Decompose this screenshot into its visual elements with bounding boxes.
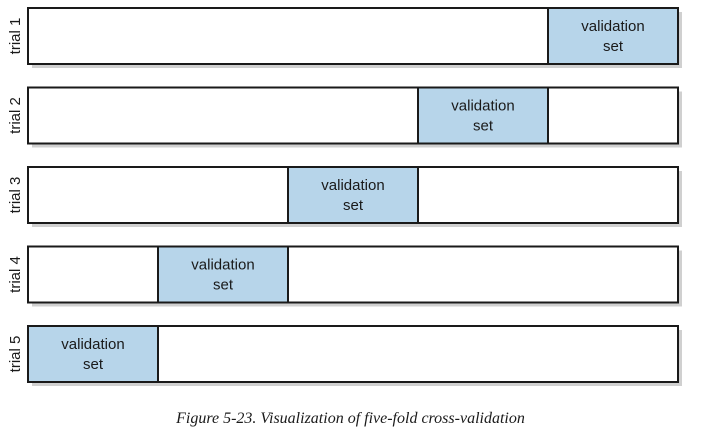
trial-bar xyxy=(27,245,679,304)
validation-fold xyxy=(27,325,159,383)
validation-label-line2: set xyxy=(213,277,234,294)
validation-label-line1: validation xyxy=(191,257,254,274)
trial-row: validation set trial 5 xyxy=(7,325,682,386)
validation-label-line2: set xyxy=(603,38,624,55)
trial-label: trial 2 xyxy=(7,97,24,134)
validation-fold xyxy=(417,86,549,145)
validation-label-line1: validation xyxy=(581,18,644,35)
validation-fold xyxy=(287,166,419,224)
validation-label-line2: set xyxy=(473,118,494,135)
validation-label-line2: set xyxy=(343,197,364,214)
validation-fold xyxy=(547,7,679,65)
trial-bar xyxy=(27,86,679,145)
trial-row: validation set trial 2 xyxy=(7,86,682,148)
validation-label-line1: validation xyxy=(321,177,384,194)
trial-label: trial 5 xyxy=(7,336,24,373)
trial-label: trial 4 xyxy=(7,256,24,293)
validation-label-line1: validation xyxy=(61,336,124,353)
trial-label: trial 1 xyxy=(7,18,24,55)
validation-label-line2: set xyxy=(83,356,104,373)
trial-row: validation set trial 3 xyxy=(7,166,682,227)
figure-caption: Figure 5-23. Visualization of five-fold … xyxy=(176,410,525,427)
trial-label: trial 3 xyxy=(7,177,24,214)
trial-row: validation set trial 4 xyxy=(7,245,682,307)
validation-label-line1: validation xyxy=(451,98,514,115)
validation-fold xyxy=(157,245,289,304)
trial-row: validation set trial 1 xyxy=(7,7,682,68)
